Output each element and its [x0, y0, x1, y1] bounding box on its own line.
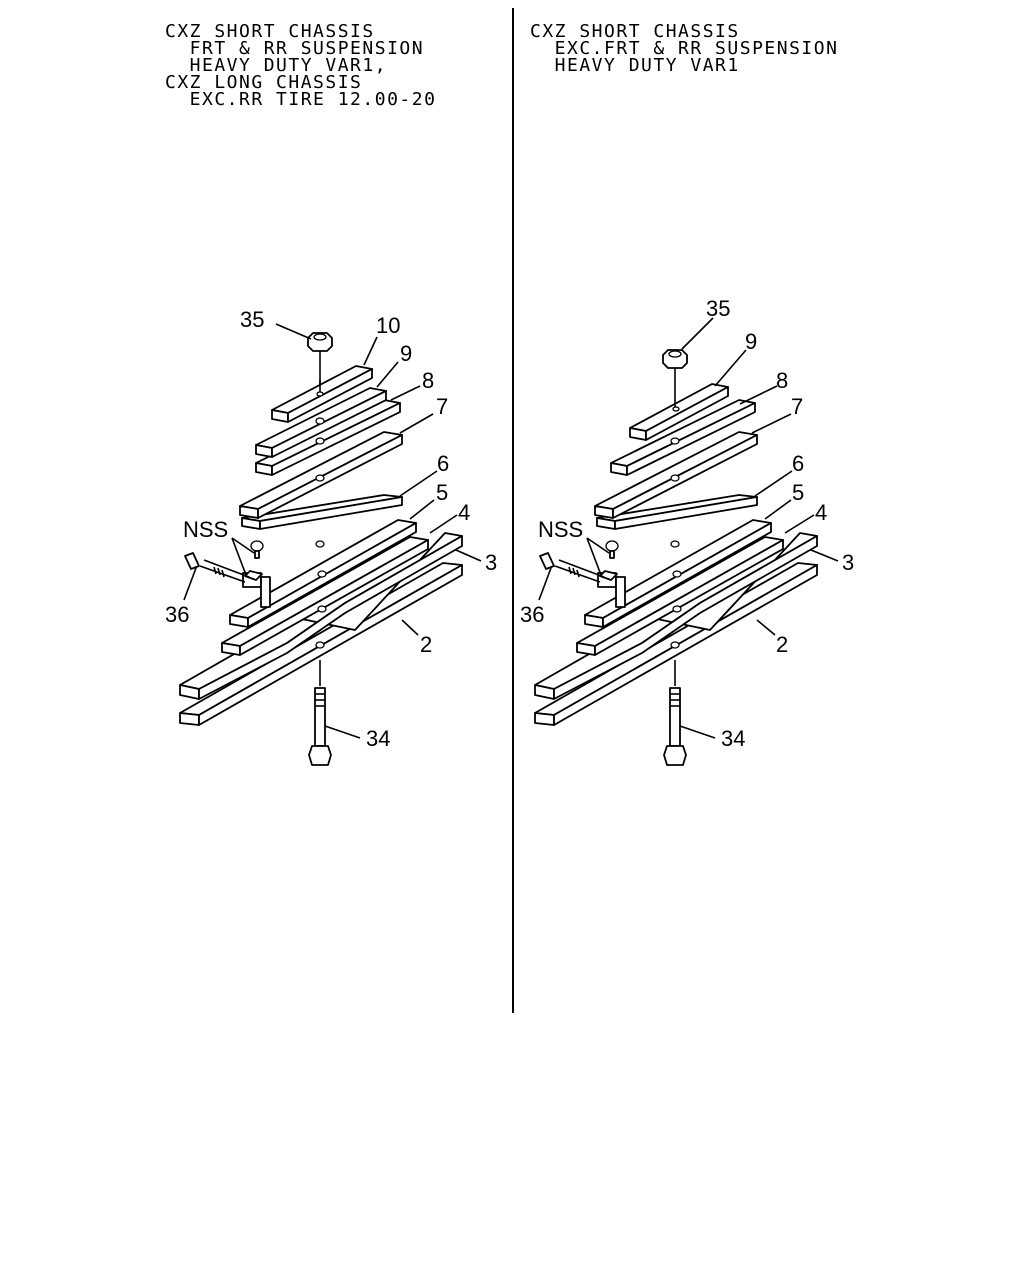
- right-header-line: EXC.FRT & RR SUSPENSION: [530, 38, 838, 59]
- leaf-4: [221, 536, 429, 656]
- left-leader-lines: [183, 323, 482, 739]
- leaf-9: [255, 387, 387, 458]
- leaf-9: [629, 383, 729, 441]
- callout-2: 2: [776, 632, 788, 657]
- leaf-5: [584, 519, 772, 628]
- clip-assembly: [184, 540, 271, 608]
- callout-9: 9: [400, 341, 412, 366]
- leaf-8: [255, 399, 401, 476]
- nut-35: [307, 332, 333, 392]
- leaf-4: [576, 536, 784, 656]
- callout-6: 6: [792, 451, 804, 476]
- callout-8: 8: [776, 368, 788, 393]
- callout-7: 7: [791, 394, 803, 419]
- callout-36: 36: [520, 602, 544, 627]
- callout-3: 3: [485, 550, 497, 575]
- callout-nss: NSS: [183, 517, 228, 542]
- clip-assembly: [539, 540, 626, 608]
- callout-3: 3: [842, 550, 854, 575]
- nut-35: [662, 349, 688, 407]
- right-header-line: CXZ SHORT CHASSIS: [530, 21, 740, 42]
- leaf-5: [229, 519, 417, 628]
- callout-35: 35: [706, 296, 730, 321]
- callout-7: 7: [436, 394, 448, 419]
- callout-2: 2: [420, 632, 432, 657]
- right-leader-lines: [538, 317, 839, 739]
- leaf-8: [610, 399, 756, 476]
- left-leaf-spring-assembly: 35 10 9 8 7 6 5 4 3 2 34 36 NSS: [165, 307, 497, 766]
- callout-9: 9: [745, 329, 757, 354]
- leaf-7: [239, 431, 403, 519]
- callout-5: 5: [792, 480, 804, 505]
- leaf-7: [594, 431, 758, 519]
- center-bolt-34: [663, 660, 687, 766]
- callout-4: 4: [458, 500, 470, 525]
- callout-8: 8: [422, 368, 434, 393]
- callout-35: 35: [240, 307, 264, 332]
- callout-nss: NSS: [538, 517, 583, 542]
- right-leaf-spring-assembly: 35 9 8 7 6 5 4 3 2 34 36 NSS: [520, 296, 854, 766]
- leaf-2: [179, 532, 463, 700]
- callout-34: 34: [721, 726, 745, 751]
- leaf-10: [271, 365, 373, 423]
- left-header-line: CXZ SHORT CHASSIS: [165, 21, 375, 42]
- left-header-line: CXZ LONG CHASSIS: [165, 72, 362, 93]
- leaf-3: [179, 562, 463, 726]
- left-header: CXZ SHORT CHASSIS FRT & RR SUSPENSION HE…: [165, 21, 436, 110]
- callout-34: 34: [366, 726, 390, 751]
- left-header-line: HEAVY DUTY VAR1,: [165, 55, 387, 76]
- callout-4: 4: [815, 500, 827, 525]
- callout-36: 36: [165, 602, 189, 627]
- left-header-line: EXC.RR TIRE 12.00-20: [165, 89, 436, 110]
- leaf-2: [534, 532, 818, 700]
- callout-6: 6: [437, 451, 449, 476]
- right-header-line: HEAVY DUTY VAR1: [530, 55, 740, 76]
- callout-10: 10: [376, 313, 400, 338]
- leaf-6: [596, 494, 758, 548]
- right-header: CXZ SHORT CHASSIS EXC.FRT & RR SUSPENSIO…: [530, 21, 838, 76]
- left-header-line: FRT & RR SUSPENSION: [165, 38, 424, 59]
- callout-5: 5: [436, 480, 448, 505]
- leaf-6: [241, 494, 403, 548]
